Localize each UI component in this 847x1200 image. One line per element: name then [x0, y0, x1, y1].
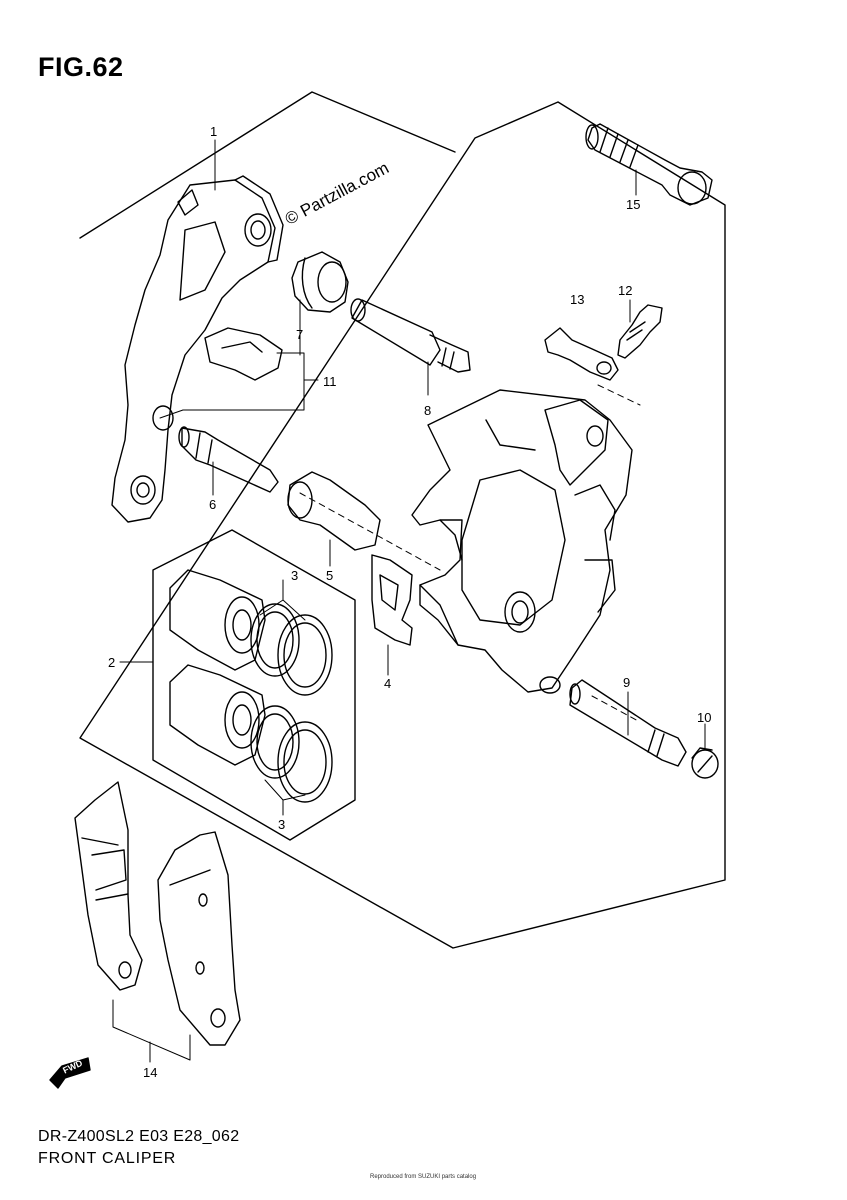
callout-1: 1 — [210, 124, 218, 139]
seals-lower — [251, 706, 332, 802]
sleeve-part-5 — [288, 472, 380, 550]
callout-14: 14 — [143, 1065, 158, 1080]
piston-group-box — [153, 530, 355, 840]
seals-upper — [251, 604, 332, 695]
caliper-bracket — [112, 176, 283, 522]
brake-pad-right — [158, 832, 240, 1045]
piston-lower — [170, 665, 265, 765]
brake-pad-left — [75, 782, 142, 990]
callout-4: 4 — [384, 676, 392, 691]
callout-8: 8 — [424, 403, 432, 418]
callout-10: 10 — [697, 710, 712, 725]
pad-pin-part-9 — [570, 680, 686, 766]
model-code: DR-Z400SL2 E03 E28_062 — [38, 1128, 240, 1145]
boot-part-7 — [292, 252, 348, 312]
callout-5: 5 — [326, 568, 334, 583]
fwd-arrow-icon: FWD — [50, 1058, 90, 1088]
diagram-name: FRONT CALIPER — [38, 1150, 177, 1167]
pad-spring-part-11 — [205, 328, 282, 380]
callout-7: 7 — [296, 327, 304, 342]
callout-15: 15 — [626, 197, 641, 212]
callout-6: 6 — [209, 497, 217, 512]
footer-note: Reproduced from SUZUKI parts catalog — [370, 1174, 477, 1180]
pin-part-6 — [179, 427, 278, 492]
callout-9: 9 — [623, 675, 631, 690]
callout-2: 2 — [108, 655, 116, 670]
bolt-part-15 — [586, 124, 712, 205]
callout-leaders — [113, 140, 705, 1062]
dashed-leaders — [300, 385, 640, 722]
callout-11: 11 — [323, 374, 337, 389]
callout-3-lower: 3 — [278, 817, 286, 832]
bleeder-cap-part-13 — [545, 328, 618, 380]
assembly-boundary — [80, 92, 725, 948]
figure-title: FIG.62 — [38, 52, 124, 82]
plug-part-10 — [692, 748, 718, 778]
clip-part-4 — [372, 555, 412, 645]
callout-13: 13 — [570, 292, 585, 307]
pin-part-8 — [351, 299, 470, 372]
caliper-body — [412, 390, 632, 693]
callout-3-upper: 3 — [291, 568, 299, 583]
bleeder-valve-part-12 — [618, 305, 662, 358]
piston-upper — [170, 570, 265, 670]
callout-12: 12 — [618, 283, 633, 298]
